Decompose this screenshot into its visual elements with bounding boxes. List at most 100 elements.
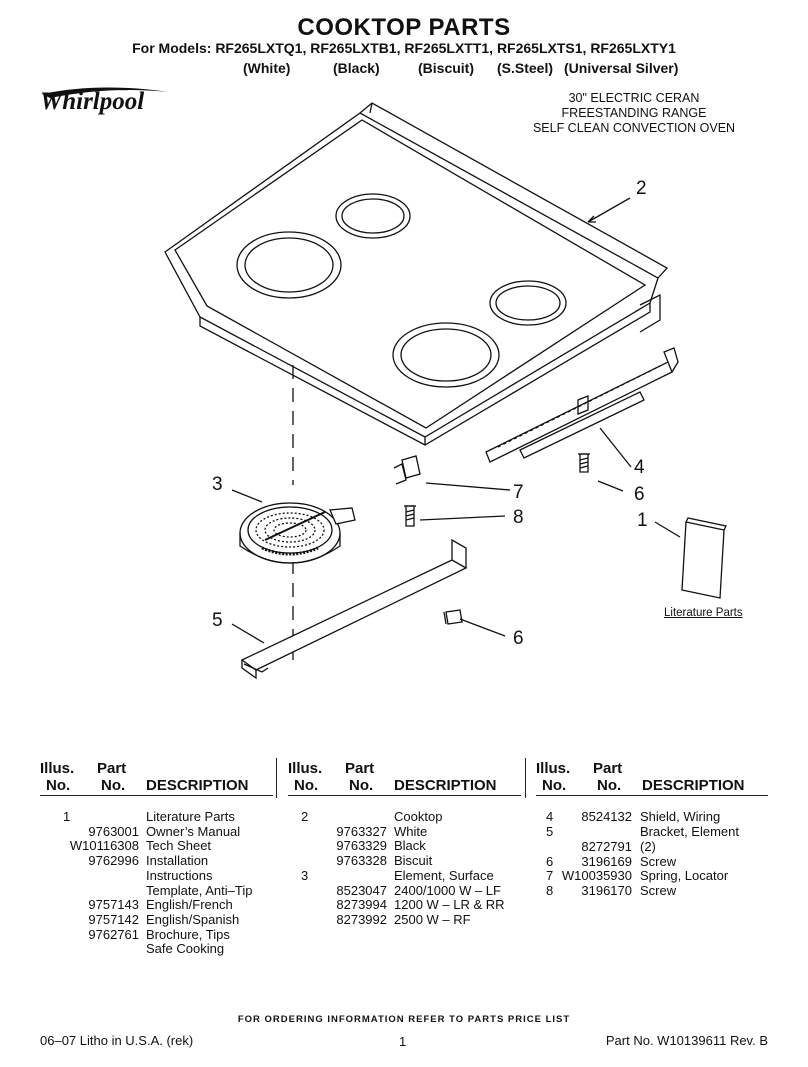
element-bracket-part	[240, 538, 468, 680]
header-part: No.	[101, 777, 126, 794]
part-desc: Instructions	[146, 867, 213, 883]
variant-white: (White)	[243, 60, 291, 76]
screw-part	[404, 505, 416, 527]
literature-parts-label: Literature Parts	[664, 607, 743, 619]
header-part: No.	[597, 777, 622, 794]
callout-label: 8	[513, 507, 524, 528]
part-no: 9757142	[88, 911, 139, 927]
exploded-parts-diagram	[164, 102, 727, 680]
part-desc: Screw	[640, 883, 677, 898]
models-line: For Models: RF265LXTQ1, RF265LXTB1, RF26…	[132, 40, 676, 56]
part-desc: Brochure, Tips	[146, 926, 230, 942]
subtitle-line: FREESTANDING RANGE	[561, 106, 707, 120]
part-desc: English/Spanish	[146, 911, 240, 927]
illus-no: 1	[63, 809, 71, 824]
surface-element-part	[239, 502, 356, 564]
header-illus: No.	[542, 777, 567, 794]
litho-note: 06–07 Litho in U.S.A. (rek)	[40, 1033, 194, 1048]
part-desc: Owner’s Manual	[146, 823, 241, 839]
callout-label: 6	[513, 628, 524, 649]
header-part: Part	[345, 760, 375, 777]
variant-steel: (S.Steel)	[497, 60, 554, 76]
document-part-number: Part No. W10139611 Rev. B	[605, 1033, 768, 1048]
illus-no: 2	[301, 809, 309, 824]
header-part: No.	[349, 777, 374, 794]
variant-biscuit: (Biscuit)	[418, 60, 474, 76]
part-desc: English/French	[146, 897, 233, 913]
part-no: 9763328	[336, 853, 387, 869]
subtitle-line: SELF CLEAN CONVECTION OVEN	[532, 121, 736, 135]
part-no: 9762996	[88, 853, 139, 869]
part-no: 9763327	[336, 823, 387, 839]
part-no: 3196170	[581, 883, 632, 898]
part-desc: 2400/1000 W – LF	[394, 882, 501, 898]
callout-leaders	[231, 197, 681, 644]
header-part: Part	[97, 760, 127, 777]
illus-no: 5	[546, 824, 554, 839]
part-desc: Tech Sheet	[146, 838, 212, 854]
part-no: 9763329	[336, 838, 387, 854]
part-desc: Black	[394, 838, 426, 854]
part-desc: (2)	[640, 839, 656, 854]
part-desc: Spring, Locator	[640, 868, 729, 883]
part-desc: Bracket, Element	[640, 824, 739, 839]
part-no: 8273994	[336, 897, 387, 913]
callout-label: 2	[636, 178, 647, 199]
header-part: Part	[593, 760, 623, 777]
illus-no: 4	[546, 809, 554, 824]
column-divider	[525, 758, 526, 798]
subtitle-line: 30" ELECTRIC CERAN	[568, 91, 700, 105]
illus-no: 6	[546, 853, 554, 869]
part-no: W10116308	[69, 838, 139, 854]
part-no: 3196169	[581, 853, 632, 869]
part-desc: Screw	[640, 853, 677, 869]
brand-logo: Whirlpool	[40, 88, 145, 115]
header-description: DESCRIPTION	[394, 777, 497, 794]
callout-label: 4	[634, 457, 645, 478]
literature-parts-part	[681, 517, 727, 599]
part-no: 9763001	[88, 823, 139, 839]
part-desc: Template, Anti–Tip	[146, 882, 253, 898]
illus-no: 7	[546, 868, 554, 883]
callout-label: 3	[212, 474, 223, 495]
callout-label: 5	[212, 610, 223, 631]
part-no: 8273992	[336, 911, 387, 927]
page-title: COOKTOP PARTS	[297, 14, 511, 41]
page-number: 1	[399, 1034, 407, 1049]
part-no: 8524132	[581, 809, 632, 824]
header-illus: No.	[294, 777, 319, 794]
header-divider	[40, 795, 273, 796]
variant-black: (Black)	[333, 60, 380, 76]
part-desc: Biscuit	[394, 853, 433, 869]
part-desc: Literature Parts	[146, 809, 235, 824]
brand-swoosh-icon	[42, 87, 168, 98]
variant-silver: (Universal Silver)	[564, 60, 679, 76]
part-no: 8523047	[336, 882, 387, 898]
part-no: 9762761	[88, 926, 139, 942]
part-no: 8272791	[581, 839, 632, 854]
callout-label: 6	[634, 484, 645, 505]
header-illus: Illus.	[288, 760, 323, 777]
part-desc: Cooktop	[394, 809, 443, 824]
header-illus: Illus.	[40, 760, 75, 777]
illus-no: 8	[546, 883, 554, 898]
header-illus: Illus.	[536, 760, 571, 777]
part-no: 9757143	[88, 897, 139, 913]
illus-no: 3	[301, 867, 309, 883]
part-desc: Safe Cooking	[146, 941, 225, 957]
locator-spring-part	[393, 455, 421, 485]
screw-part	[443, 609, 463, 625]
header-description: DESCRIPTION	[642, 777, 745, 794]
header-divider	[288, 795, 521, 796]
header-description: DESCRIPTION	[146, 777, 249, 794]
header-divider	[536, 795, 768, 796]
part-desc: 1200 W – LR & RR	[394, 897, 505, 913]
part-desc: 2500 W – RF	[394, 911, 471, 927]
part-desc: White	[394, 823, 428, 839]
part-desc: Installation	[146, 853, 209, 869]
screw-part	[578, 453, 590, 473]
callout-label: 1	[637, 510, 648, 531]
ordering-note: FOR ORDERING INFORMATION REFER TO PARTS …	[237, 1014, 571, 1025]
wiring-shield-part	[485, 347, 679, 463]
part-no: W10035930	[561, 868, 632, 883]
